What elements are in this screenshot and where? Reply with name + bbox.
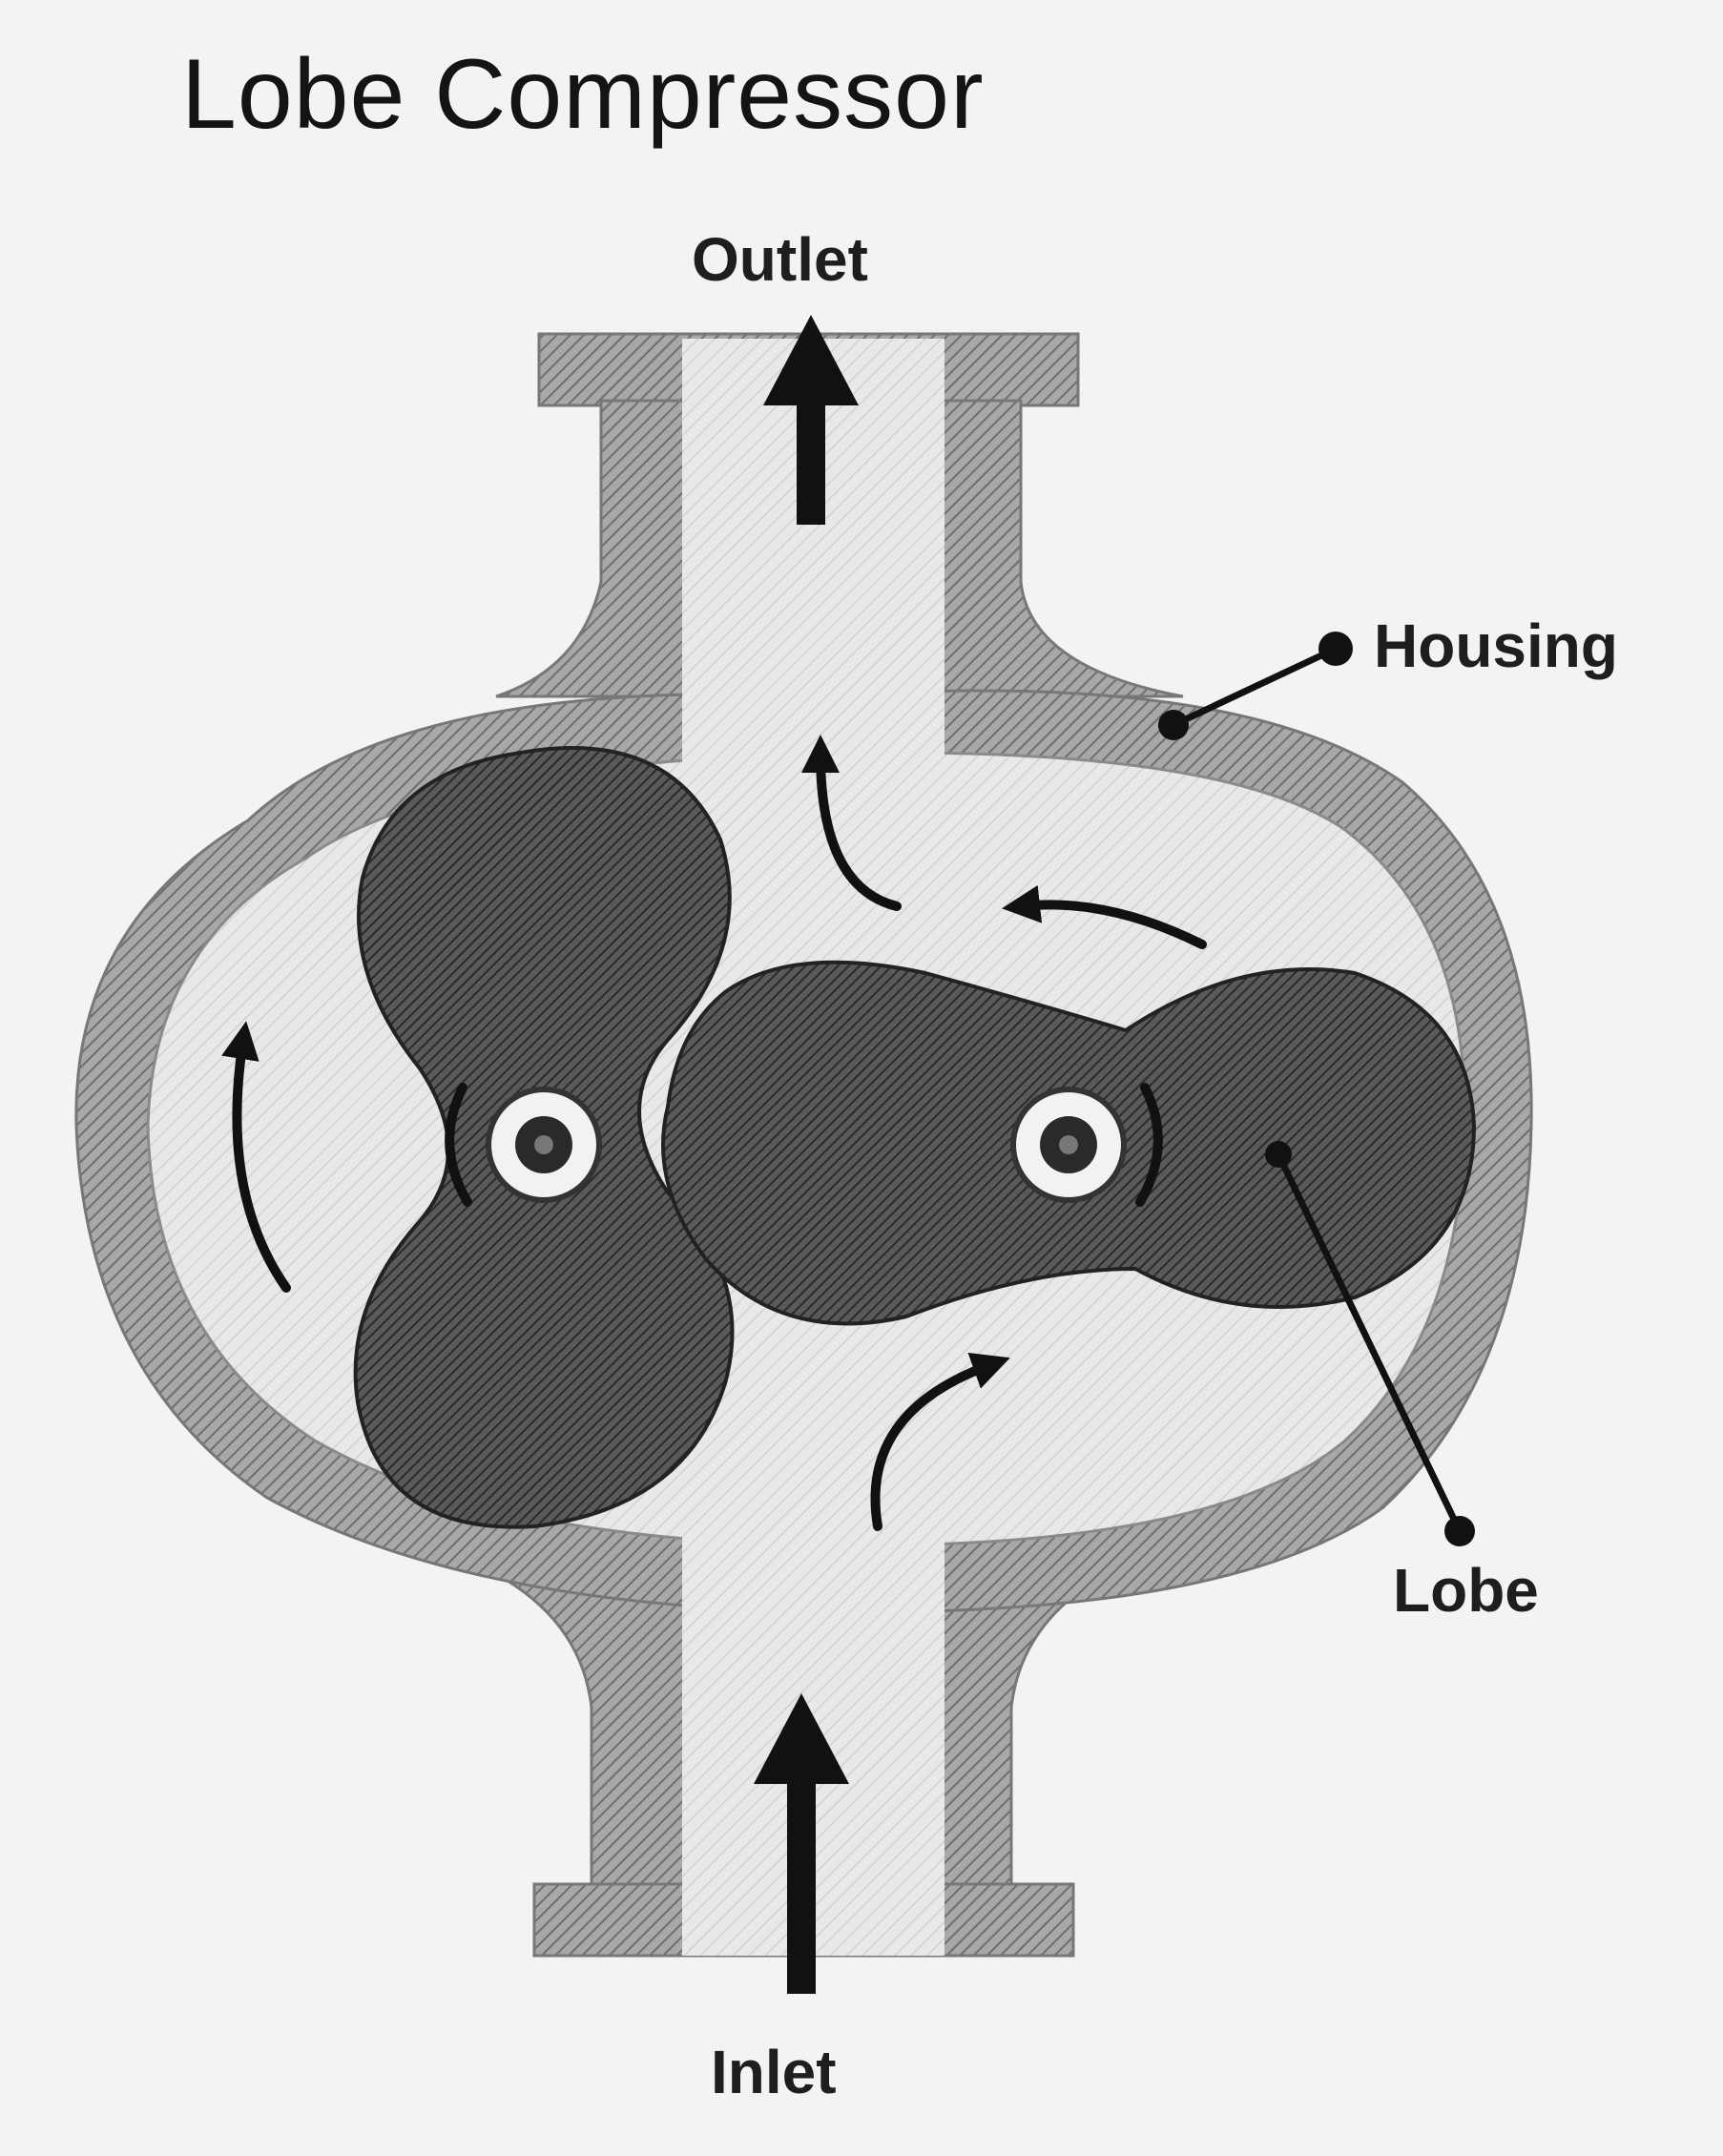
housing-label: Housing xyxy=(1374,612,1618,680)
lobe-label: Lobe xyxy=(1393,1556,1539,1625)
outlet-label: Outlet xyxy=(692,225,868,294)
left-shaft-arc xyxy=(445,1083,472,1207)
inlet-arrow xyxy=(754,1693,849,1994)
right-shaft-arc xyxy=(1135,1083,1163,1207)
top-rotation-arrow xyxy=(1002,884,1207,949)
left-lobe xyxy=(353,746,735,1529)
outlet-curl-arrow xyxy=(801,735,902,911)
right-lobe xyxy=(661,960,1477,1326)
diagram-title: Lobe Compressor xyxy=(181,39,985,150)
lobe-leader xyxy=(1265,1141,1475,1546)
flow-arrows xyxy=(221,735,1207,1531)
outlet-arrow xyxy=(763,315,859,525)
housing-leader xyxy=(1158,632,1353,740)
left-rotation-arrow xyxy=(221,1021,291,1293)
inlet-curl-arrow xyxy=(870,1352,1010,1531)
inlet-label: Inlet xyxy=(711,2038,837,2106)
